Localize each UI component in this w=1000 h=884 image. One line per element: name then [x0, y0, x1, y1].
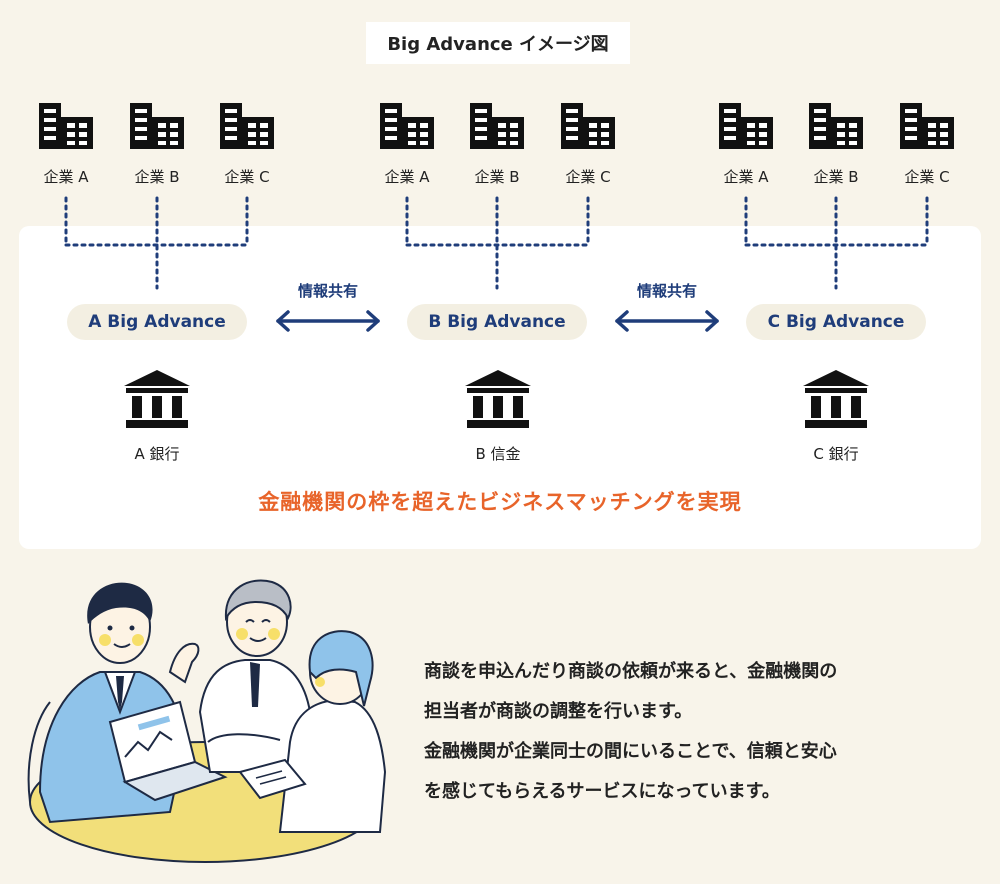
company-label: 企業 C: [904, 168, 950, 186]
bank-icon: [124, 370, 190, 428]
bank-icon: [465, 370, 531, 428]
description-line: 商談を申込んだり商談の依頼が来ると、金融機関の: [424, 661, 838, 682]
building-icon: [561, 103, 615, 149]
company-label: 企業 A: [384, 168, 430, 186]
company-label: 企業 A: [723, 168, 769, 186]
platform-badge-a: A Big Advance: [67, 304, 247, 340]
bank-label-c: C 銀行: [813, 445, 859, 463]
diagram-panel: [19, 226, 981, 549]
tagline: 金融機関の枠を超えたビジネスマッチングを実現: [258, 490, 742, 514]
platform-badge-b: B Big Advance: [407, 304, 587, 340]
building-icon: [809, 103, 863, 149]
building-icon: [39, 103, 93, 149]
company-label: 企業 B: [474, 168, 520, 186]
building-icon: [900, 103, 954, 149]
bank-icon: [803, 370, 869, 428]
description: 商談を申込んだり商談の依頼が来ると、金融機関の 担当者が商談の調整を行います。 …: [424, 652, 984, 812]
description-line: 担当者が商談の調整を行います。: [424, 701, 693, 722]
company-label: 企業 B: [813, 168, 859, 186]
meeting-illustration: [27, 579, 387, 863]
description-line: 金融機関が企業同士の間にいることで、信頼と安心: [424, 741, 837, 762]
share-label: 情報共有: [636, 282, 697, 300]
company-label: 企業 B: [134, 168, 180, 186]
bank-label-a: A 銀行: [134, 445, 180, 463]
building-icon: [470, 103, 524, 149]
company-label: 企業 A: [43, 168, 89, 186]
building-icon: [130, 103, 184, 149]
building-icon: [380, 103, 434, 149]
platform-badge-c: C Big Advance: [746, 304, 926, 340]
double-arrow-icon: [615, 310, 719, 332]
double-arrow-icon: [276, 310, 380, 332]
share-label: 情報共有: [297, 282, 358, 300]
company-label: 企業 C: [565, 168, 611, 186]
description-line: を感じてもらえるサービスになっています。: [424, 781, 780, 802]
company-label: 企業 C: [224, 168, 270, 186]
bank-label-b: B 信金: [475, 445, 521, 463]
diagram-title: Big Advance イメージ図: [366, 22, 630, 64]
building-icon: [719, 103, 773, 149]
building-icon: [220, 103, 274, 149]
